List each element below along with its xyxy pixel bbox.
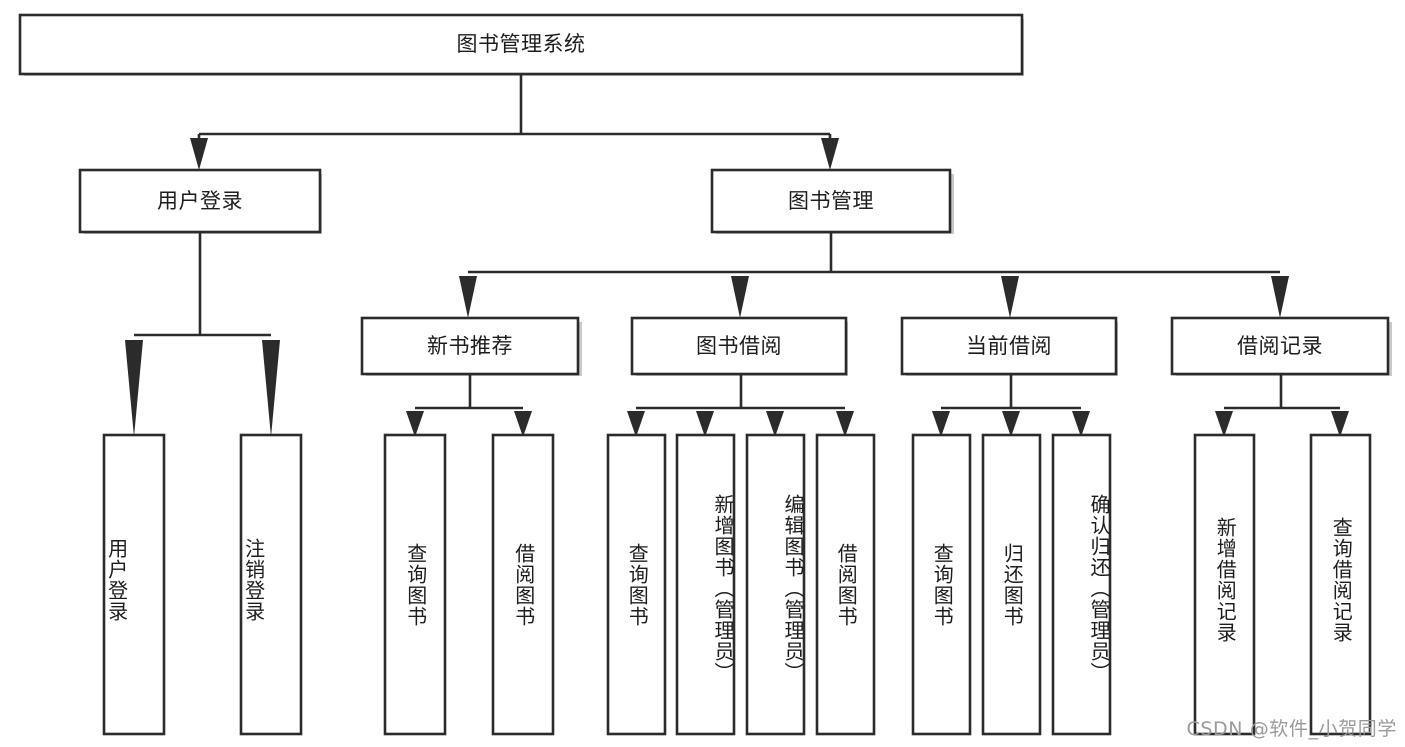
arrowhead-rec-leaf-0: [406, 411, 424, 437]
arrowhead-login-leaf-1: [262, 340, 280, 437]
arrowhead-l3-0: [459, 276, 477, 318]
arrowhead-l3-2: [1001, 276, 1019, 318]
arrowhead-record-leaf-1: [1331, 411, 1349, 437]
arrowhead-current-leaf-2: [1072, 411, 1090, 437]
arrowhead-l3-3: [1271, 276, 1289, 318]
leaf-borrow-1[interactable]: [675, 433, 736, 736]
node-root[interactable]: [18, 13, 1024, 76]
node-user-login[interactable]: [78, 168, 322, 234]
arrowhead-borrow-leaf-1: [696, 411, 714, 437]
arrowhead-borrow-leaf-3: [836, 411, 854, 437]
arrowhead-rec-leaf-1: [514, 411, 532, 437]
node-current-borrow[interactable]: [900, 316, 1118, 376]
node-new-book-recommend[interactable]: [360, 316, 580, 376]
arrowhead-l3-1: [731, 276, 749, 318]
leaf-record-0[interactable]: [1193, 433, 1256, 736]
arrowhead-borrow-leaf-2: [766, 411, 784, 437]
leaf-current-0[interactable]: [911, 433, 972, 736]
leaf-borrow-3[interactable]: [815, 433, 876, 736]
arrowhead-borrow-leaf-0: [627, 411, 645, 437]
node-borrow-record[interactable]: [1170, 316, 1390, 376]
leaf-user-login-1[interactable]: [239, 433, 303, 736]
leaf-record-1[interactable]: [1309, 433, 1372, 736]
arrowhead-current-leaf-0: [932, 411, 950, 437]
leaf-current-2[interactable]: [1051, 433, 1112, 736]
node-book-management[interactable]: [710, 168, 952, 234]
leaf-user-login-0[interactable]: [102, 433, 166, 736]
arrowhead-login-leaf-0: [125, 340, 143, 437]
arrowhead-l2-1: [821, 138, 839, 170]
leaf-borrow-2[interactable]: [745, 433, 806, 736]
arrowhead-l2-0: [190, 138, 208, 170]
leaf-borrow-0[interactable]: [606, 433, 667, 736]
leaf-current-1[interactable]: [981, 433, 1042, 736]
leaf-recommend-1[interactable]: [491, 433, 555, 736]
node-book-borrow[interactable]: [630, 316, 848, 376]
arrowhead-current-leaf-1: [1002, 411, 1020, 437]
leaf-recommend-0[interactable]: [383, 433, 447, 736]
arrowhead-record-leaf-0: [1215, 411, 1233, 437]
